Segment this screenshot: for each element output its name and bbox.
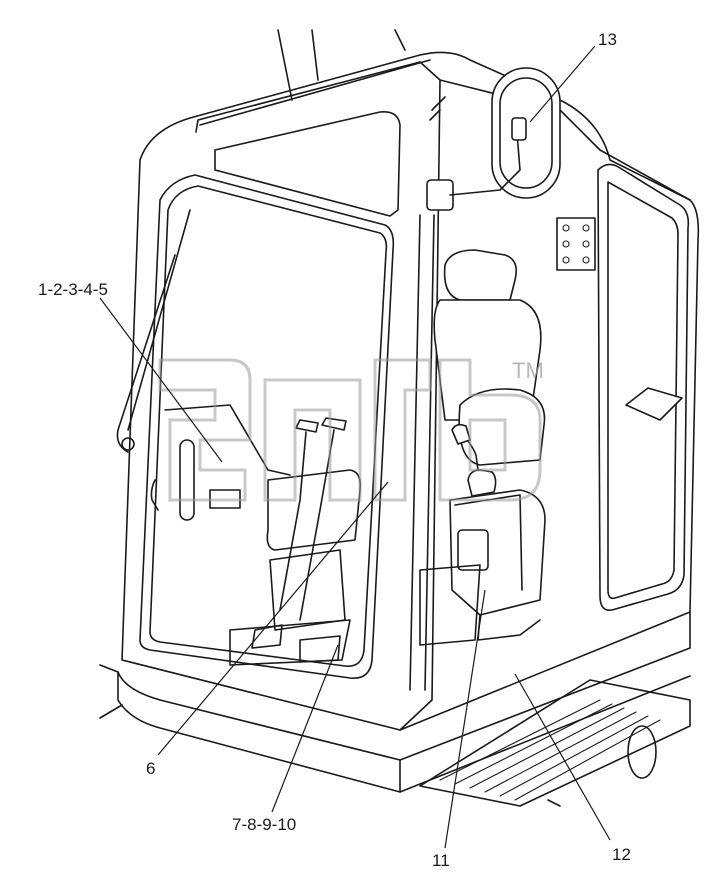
leader-1to5 — [99, 297, 223, 463]
leader-11 — [444, 589, 486, 849]
wiper — [116, 209, 191, 453]
cab-base — [99, 611, 691, 793]
operator-seat — [433, 249, 546, 466]
callout-11: 11 — [432, 851, 450, 870]
door-pillar — [409, 96, 454, 691]
watermark-mark: TM — [512, 358, 544, 383]
track-step — [419, 679, 691, 807]
callout-13: 13 — [598, 30, 617, 49]
right-console — [419, 423, 546, 646]
leader-lines — [99, 45, 611, 849]
callout-12: 12 — [612, 845, 631, 864]
watermark: TM — [158, 358, 544, 502]
rear-mirror — [449, 67, 561, 199]
boom-lines — [277, 29, 406, 101]
leader-13 — [529, 45, 596, 123]
callout-7-8-9-10: 7-8-9-10 — [232, 815, 296, 834]
front-window — [139, 110, 401, 679]
leader-6 — [157, 481, 389, 756]
callout-6: 6 — [146, 759, 155, 778]
leader-12 — [514, 673, 611, 841]
callout-1-2-3-4-5: 1-2-3-4-5 — [38, 280, 108, 299]
side-window — [556, 163, 690, 612]
callout-labels: 13 1-2-3-4-5 6 7-8-9-10 11 12 — [38, 30, 631, 870]
leader-7to10 — [271, 644, 339, 813]
